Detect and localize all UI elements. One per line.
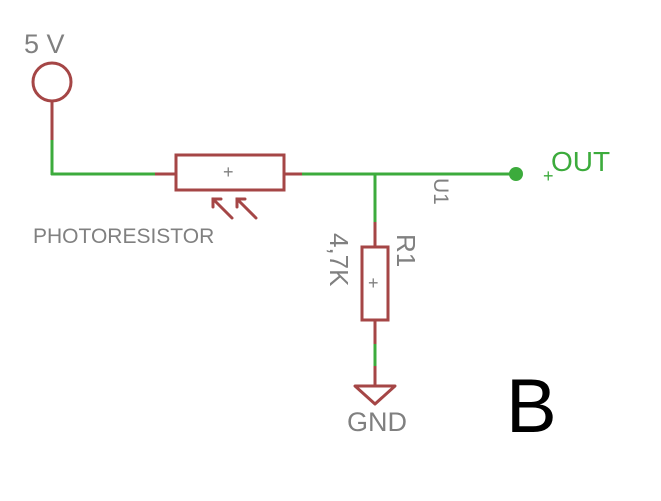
net-name-label: U1 [429, 178, 452, 205]
photoresistor-symbol [155, 153, 302, 192]
supply-symbol [31, 61, 73, 140]
panel-letter: B [506, 364, 557, 449]
output-junction-dot [509, 167, 523, 181]
ground-symbol [353, 366, 397, 406]
r1-value-label: 4,7K [324, 233, 354, 287]
ground-triangle [353, 384, 397, 406]
photoresistor-label: PHOTORESISTOR [33, 225, 214, 248]
r1-name-label: R1 [391, 234, 421, 267]
light-arrows-icon [211, 197, 258, 220]
output-origin-mark: + [543, 166, 554, 186]
photoresistor-origin-mark: + [223, 162, 234, 182]
output-label: OUT [551, 146, 610, 177]
r1-origin-mark: + [368, 273, 379, 293]
resistor-r1-symbol [360, 222, 390, 344]
wires [50, 138, 516, 368]
supply-label: 5 V [24, 29, 65, 59]
supply-circle [31, 61, 73, 103]
ground-label: GND [347, 407, 407, 437]
